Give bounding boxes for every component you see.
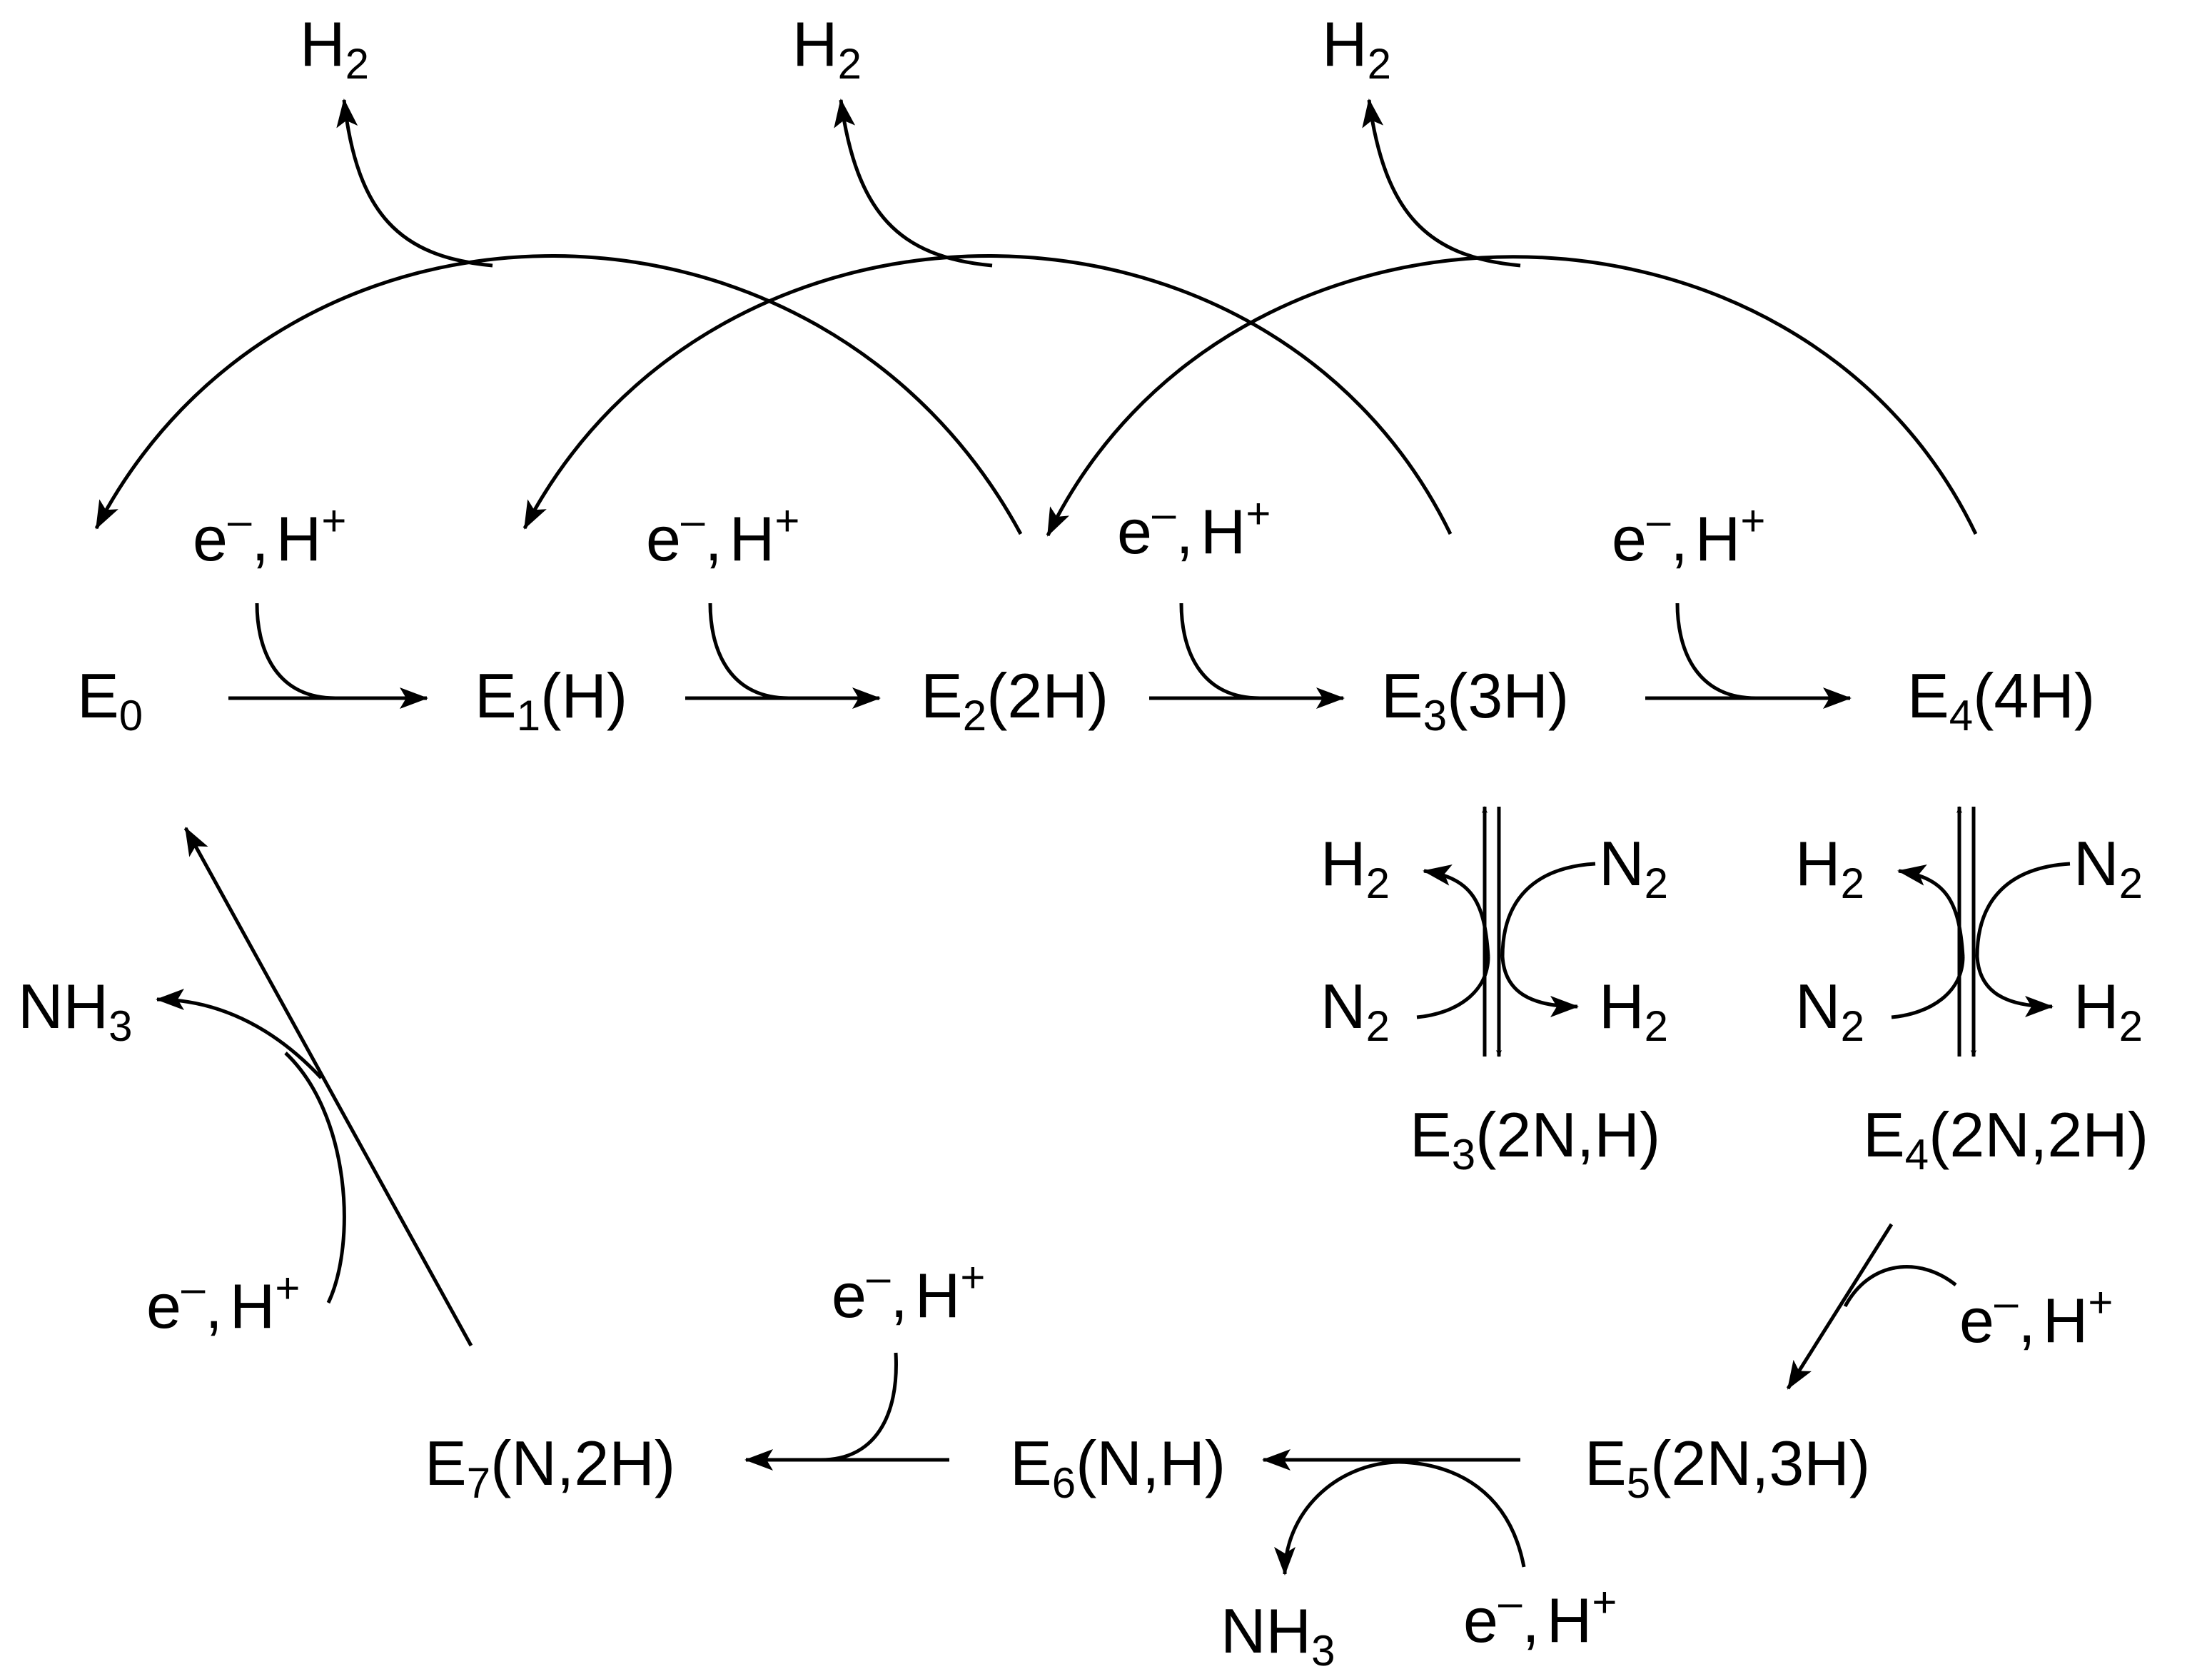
state-e4-2n-2h: E4(2N,2H) — [1863, 1099, 2148, 1179]
h2-release-arcs — [94, 99, 1978, 537]
reagent-curve-4 — [1675, 602, 1757, 700]
arc-e3-to-e1 — [522, 254, 1453, 535]
arc-e2-to-e0 — [94, 254, 1023, 535]
state-e4-4h: E4(4H) — [1907, 660, 2095, 740]
state-e3-2n-h: E3(2N,H) — [1410, 1099, 1660, 1179]
state-e2-2h: E2(2H) — [921, 660, 1108, 740]
h2-top-labels: H2 H2 H2 — [300, 9, 1391, 88]
nh3-out-curve-e0 — [156, 989, 323, 1079]
h2-label: H2 — [1599, 971, 1668, 1050]
h2-out-curve — [1897, 864, 1965, 957]
n2-h2-exchange-e3: H2 N2 N2 H2 — [1320, 806, 1668, 1057]
h2-out-curve-right — [1975, 956, 2054, 1017]
reagent-curve-3 — [1179, 602, 1261, 700]
state-e7-n-2h: E7(N,2H) — [425, 1428, 675, 1507]
reagent-label: e–,H+ — [646, 497, 799, 574]
reagent-curve-e5 — [1843, 1265, 1957, 1308]
reagent-label: e–,H+ — [1959, 1279, 2113, 1356]
state-e1-h: E1(H) — [475, 660, 627, 740]
n2-h2-exchange-e4: H2 N2 N2 H2 — [1795, 806, 2143, 1057]
reagent-label: e–,H+ — [1612, 497, 1765, 574]
h2-label: H2 — [1320, 828, 1390, 907]
reagent-label: e–,H+ — [146, 1264, 300, 1341]
h2-out-curve-right — [1500, 956, 1579, 1017]
n2-label: N2 — [1795, 971, 1864, 1050]
n2-in-curve — [1891, 956, 1965, 1019]
reagent-curve-e6 — [1398, 1460, 1526, 1568]
reagent-curve-2 — [708, 602, 789, 700]
reagent-label: e–,H+ — [832, 1254, 985, 1331]
arrow-e7-e0 — [183, 827, 473, 1347]
h2-label: H2 — [792, 9, 862, 88]
reagent-labels: e–,H+ e–,H+ e–,H+ e–,H+ e–,H+ e–,H+ e–,H… — [146, 490, 2113, 1655]
h2-label: H2 — [1795, 828, 1864, 907]
n2-label: N2 — [1599, 828, 1668, 907]
h2-label: H2 — [2074, 971, 2143, 1050]
n2-in-curve-right — [1500, 862, 1596, 957]
arrow-e4n-e5 — [1786, 1223, 1894, 1390]
nh3-label: NH3 — [18, 971, 132, 1050]
reagent-label: e–,H+ — [1117, 490, 1271, 567]
h2-branch-3 — [1362, 99, 1521, 268]
reagent-curve-e0 — [284, 1052, 346, 1304]
h2-label: H2 — [300, 9, 369, 88]
arc-e4-to-e2 — [1046, 255, 1978, 537]
n2-label: N2 — [2074, 828, 2143, 907]
h2-branch-1 — [336, 99, 493, 268]
n2-label: N2 — [1320, 971, 1390, 1050]
state-labels: E0 E1(H) E2(2H) E3(3H) E4(4H) E3(2N,H) E… — [77, 660, 2148, 1507]
h2-label: H2 — [1322, 9, 1391, 88]
n2-in-curve-right — [1975, 862, 2071, 957]
h2-branch-2 — [834, 99, 993, 268]
forward-arrows-top — [228, 602, 1852, 709]
state-e0: E0 — [77, 660, 143, 740]
reagent-label: e–,H+ — [1463, 1578, 1617, 1655]
reagent-curve-e7 — [820, 1352, 898, 1462]
nh3-label: NH3 — [1221, 1595, 1335, 1675]
reagent-curve-1 — [255, 602, 336, 700]
state-e3-3h: E3(3H) — [1381, 660, 1569, 740]
lower-pathway: NH3 NH3 — [18, 827, 1957, 1675]
state-e6-n-h: E6(N,H) — [1010, 1428, 1226, 1507]
state-e5-2n-3h: E5(2N,3H) — [1585, 1428, 1870, 1507]
nh3-out-curve-e6 — [1274, 1460, 1400, 1575]
n2-in-curve — [1416, 956, 1490, 1019]
reagent-label: e–,H+ — [193, 497, 346, 574]
h2-out-curve — [1423, 864, 1490, 957]
